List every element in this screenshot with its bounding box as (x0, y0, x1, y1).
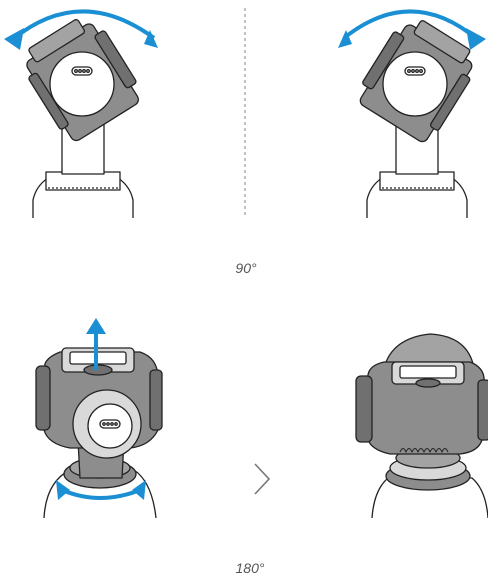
gimbal-top-left (26, 19, 139, 218)
gimbal-top-right (359, 20, 473, 218)
gimbal-bottom-left (35, 347, 163, 519)
rotation-arrow-top-right (338, 9, 486, 50)
gimbal-bottom-right (355, 333, 488, 519)
camera-indicator (404, 66, 426, 76)
camera-lens-ring (49, 51, 115, 117)
handle-collar (379, 171, 455, 191)
rotation-label-180: 180° (235, 560, 265, 576)
chevron-right-icon (254, 463, 271, 495)
handle-collar (45, 171, 121, 191)
lift-arrow (86, 318, 106, 370)
rotation-arrow-top-left (4, 9, 158, 50)
swivel-arrow (56, 480, 146, 500)
camera-indicator (71, 66, 93, 76)
camera-lens-ring (382, 51, 448, 117)
rotation-label-90: 90° (235, 260, 257, 276)
